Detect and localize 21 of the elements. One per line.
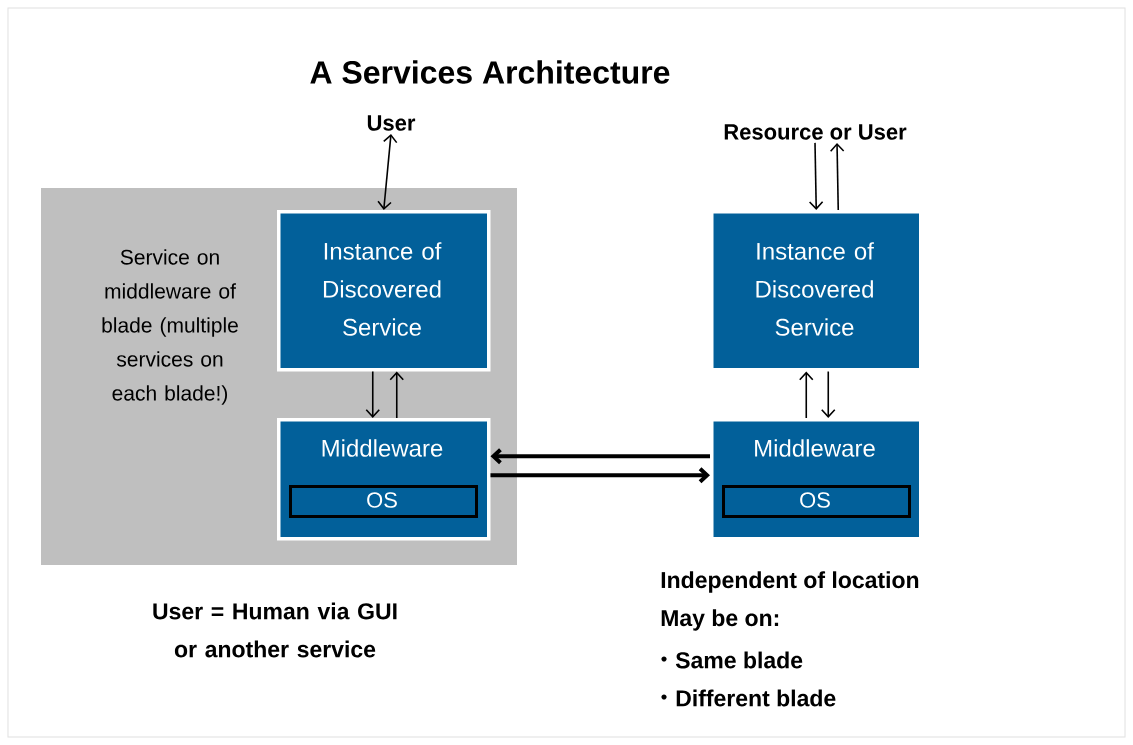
note-text: Independent of location <box>661 571 919 593</box>
actor-label: Resource or User <box>724 124 907 140</box>
note-text: Different blade <box>676 689 836 707</box>
arrow <box>798 371 814 419</box>
actor-label: User <box>367 115 416 131</box>
title: A Services Architecture <box>310 60 670 84</box>
arrow <box>820 370 836 418</box>
note-text: Same blade <box>675 651 803 669</box>
arrow <box>377 133 398 210</box>
os-box: OS <box>722 485 911 518</box>
arrow <box>490 467 710 484</box>
note-text: User = Human via GUI or another service <box>153 602 397 658</box>
arrow <box>365 370 381 418</box>
arrow <box>490 448 710 465</box>
service-box: Instance of Discovered Service <box>710 210 923 372</box>
note-text: May be on: <box>661 609 779 631</box>
arrow <box>808 142 824 210</box>
arrow <box>389 371 405 419</box>
service-box: Instance of Discovered Service <box>277 210 491 372</box>
arrow <box>829 142 845 211</box>
os-box: OS <box>289 485 478 518</box>
